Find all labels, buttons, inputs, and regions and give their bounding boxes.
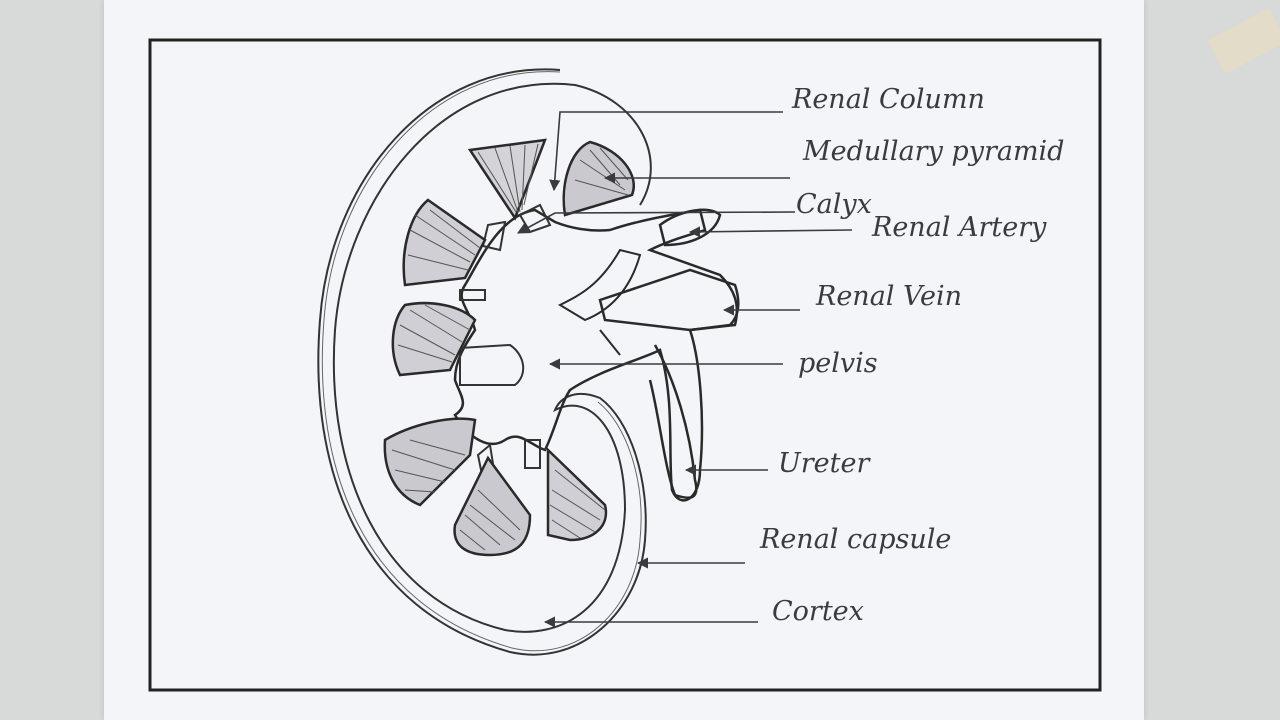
leader-renal-column-icon bbox=[549, 111, 783, 192]
medullary-pyramid-4 bbox=[391, 301, 477, 377]
capsule-inner-line bbox=[321, 71, 642, 652]
calyx-tube-2 bbox=[481, 220, 507, 252]
medullary-pyramid-7 bbox=[546, 447, 608, 542]
calyx-tube-4 bbox=[459, 343, 525, 386]
leader-calyx-icon bbox=[517, 211, 796, 234]
medullary-pyramid-2 bbox=[562, 140, 635, 217]
medullary-pyramid-6 bbox=[453, 455, 532, 557]
renal-vein bbox=[598, 268, 740, 332]
drawing-border bbox=[148, 38, 1102, 692]
medullary-pyramid-3 bbox=[402, 198, 487, 287]
label-medullary-pyramid: Medullary pyramid bbox=[802, 136, 1064, 167]
label-cortex: Cortex bbox=[772, 596, 864, 627]
renal-artery bbox=[658, 208, 722, 247]
label-ureter: Ureter bbox=[778, 448, 871, 479]
vessel-stub bbox=[599, 329, 621, 356]
label-calyx: Calyx bbox=[796, 189, 872, 220]
medullary-pyramid-5 bbox=[383, 417, 477, 507]
label-renal-vein: Renal Vein bbox=[815, 281, 962, 312]
calyx-tube-3 bbox=[459, 289, 486, 301]
paper-sheet bbox=[104, 0, 1144, 720]
ureter bbox=[648, 344, 698, 499]
renal-capsule-outline bbox=[317, 68, 652, 656]
label-renal-column: Renal Column bbox=[791, 84, 985, 115]
label-pelvis: pelvis bbox=[798, 348, 878, 379]
leader-renal-artery-icon bbox=[688, 226, 853, 238]
label-renal-artery: Renal Artery bbox=[871, 212, 1047, 243]
renal-pelvis bbox=[453, 208, 739, 502]
label-renal-capsule: Renal capsule bbox=[759, 524, 951, 555]
medullary-pyramid-1 bbox=[467, 138, 547, 221]
calyx-tube-6 bbox=[524, 439, 541, 469]
vein-branch bbox=[557, 248, 642, 322]
